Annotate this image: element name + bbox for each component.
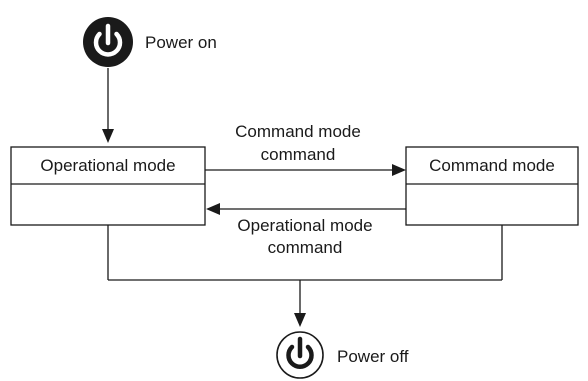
command-mode-box [405, 146, 579, 226]
arrow-command-to-operational [206, 203, 406, 215]
power-on-icon [83, 17, 133, 67]
operational-mode-label: Operational mode [40, 156, 175, 175]
command-mode-label: Command mode [429, 156, 555, 175]
operational-mode-box [10, 146, 206, 226]
power-on-label: Power on [145, 33, 217, 52]
transition-to-command-line2: command [261, 145, 336, 164]
transition-to-operational-line1: Operational mode [237, 216, 372, 235]
connector-to-power-off [107, 225, 503, 327]
transition-to-command-line1: Command mode [235, 122, 361, 141]
arrow-power-on-to-operational [102, 68, 114, 143]
transition-to-operational-line2: command [268, 238, 343, 257]
power-off-label: Power off [337, 347, 409, 366]
arrow-operational-to-command [205, 164, 406, 176]
power-off-icon [276, 331, 324, 379]
